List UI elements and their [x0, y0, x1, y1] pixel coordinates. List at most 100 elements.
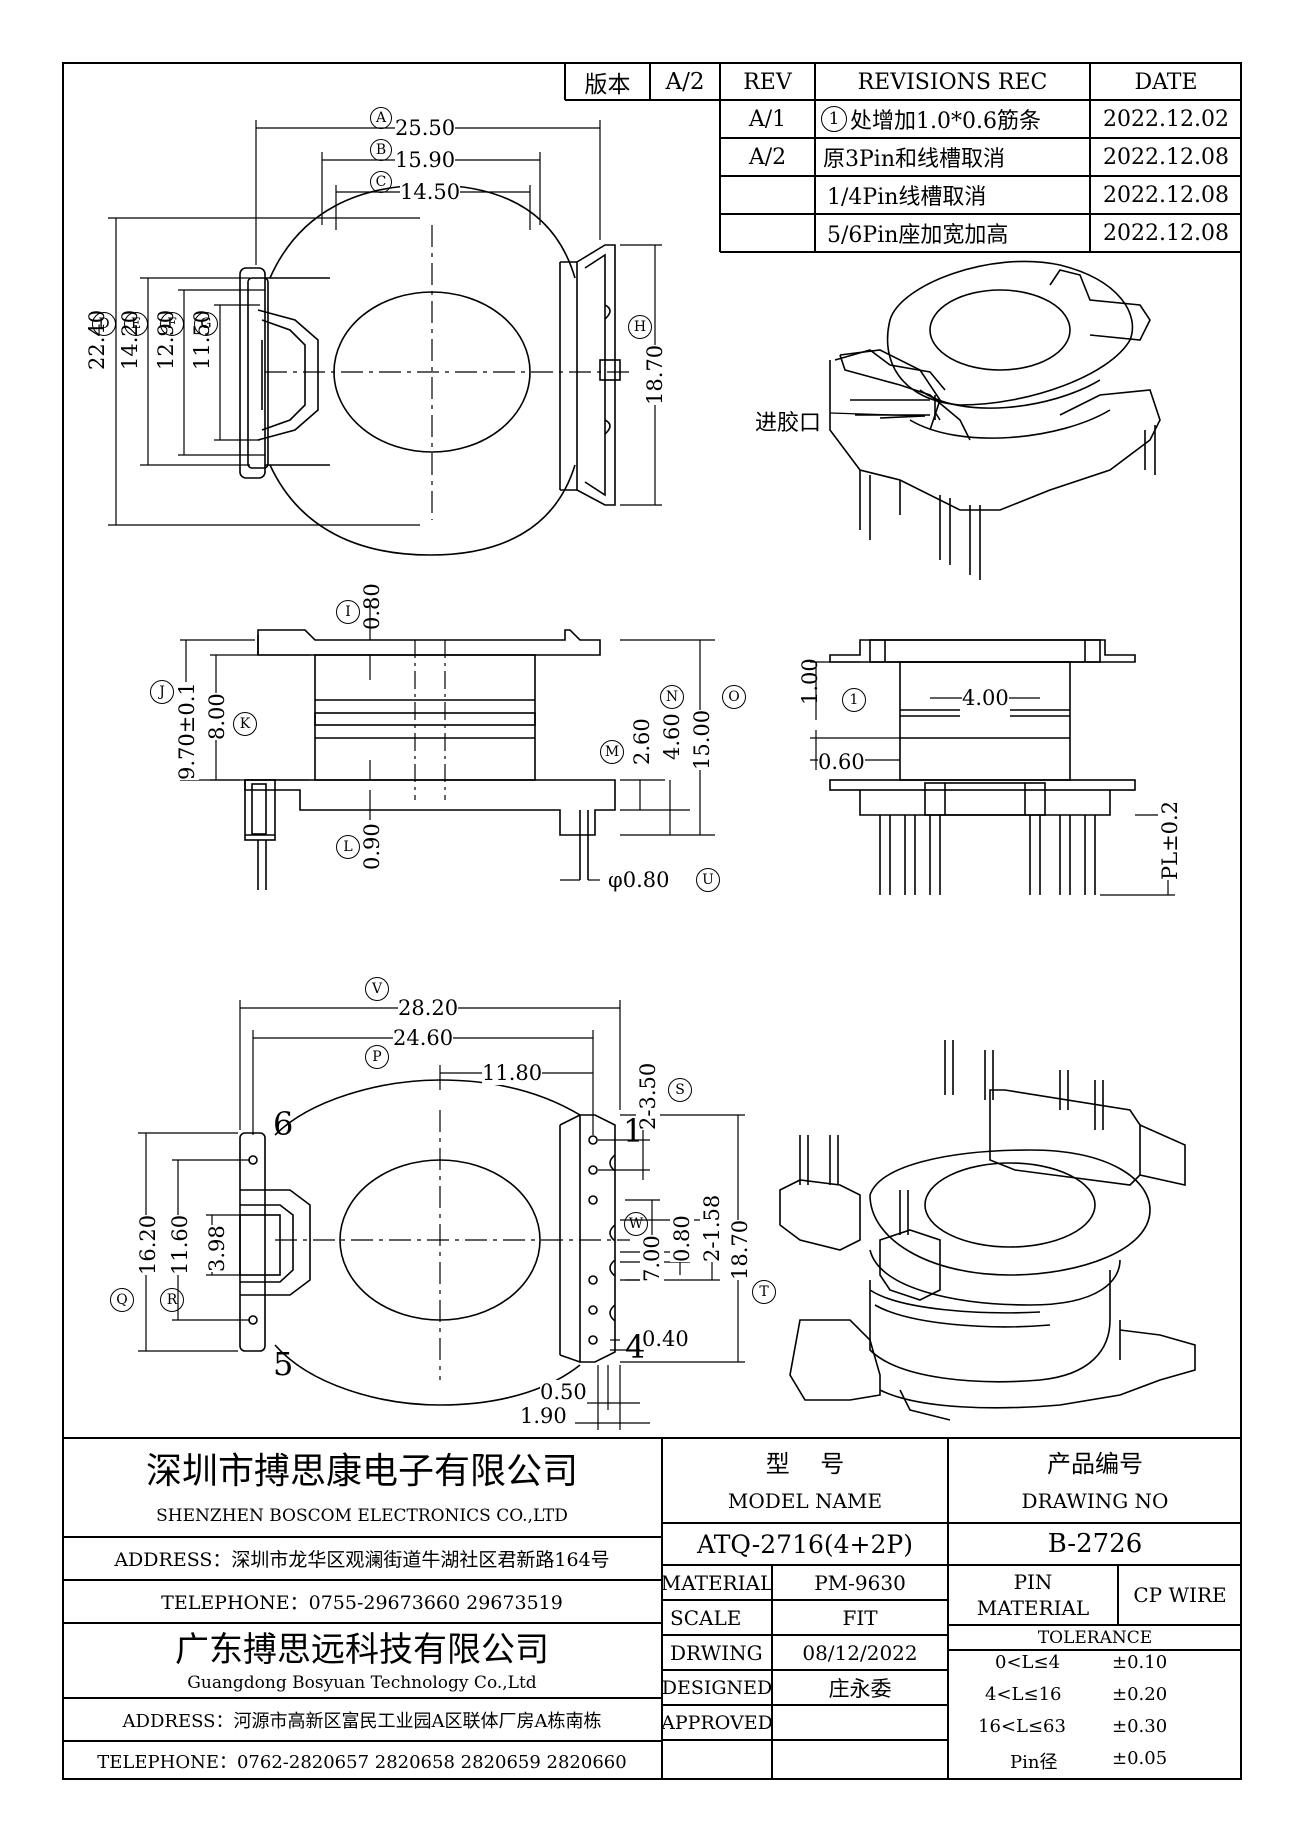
- designed-value: 庄永委: [828, 1676, 892, 1701]
- dim-front-3: 0.60: [818, 750, 865, 774]
- version-label: 版本: [584, 72, 631, 98]
- pin-material-value: CP WIRE: [1133, 1583, 1227, 1607]
- dim-a-callout: A: [370, 103, 392, 129]
- iso-top-body: [829, 260, 1161, 580]
- rec-header: REVISIONS REC: [857, 69, 1048, 95]
- drwing-label: DRWING: [670, 1640, 763, 1665]
- dim-u-callout: U: [696, 868, 720, 892]
- tolerance-range-2: 4<L≤16: [985, 1684, 1062, 1705]
- dim-n-callout: N: [660, 685, 684, 709]
- title-block-grid: [62, 1437, 1242, 1780]
- drawing-frame: [62, 62, 1242, 1780]
- gate-label: 进胶口: [755, 411, 822, 436]
- dim-t: 18.70: [728, 1219, 752, 1280]
- tolerance-range-4: Pin径: [1010, 1752, 1058, 1773]
- dim-s-callout: S: [668, 1078, 692, 1102]
- pin-material-label: PIN MATERIAL: [976, 1570, 1090, 1620]
- telephone2: TELEPHONE：0762-2820657 2820658 2820659 2…: [97, 1751, 627, 1773]
- dim-n: 4.60: [660, 713, 684, 760]
- circled-mark-1: 1: [821, 106, 847, 132]
- version-value: A/2: [665, 69, 705, 95]
- rev-row-1-date: 2022.12.02: [1103, 106, 1229, 132]
- tolerance-value-2: ±0.20: [1112, 1684, 1168, 1705]
- dim-080: 0.80: [670, 1215, 694, 1262]
- rev-header: REV: [743, 69, 792, 95]
- tolerance-range-3: 16<L≤63: [978, 1716, 1066, 1737]
- pin-5-label: 5: [273, 1345, 294, 1383]
- material-label: MATERIAL: [660, 1570, 774, 1595]
- dim-b-callout: B: [370, 135, 392, 161]
- dim-j: 9.70±0.1: [175, 682, 199, 780]
- dim-m-callout: M: [600, 740, 624, 764]
- side-view-centerlines: [414, 640, 446, 800]
- designed-label: DESIGNED: [661, 1676, 773, 1699]
- dim-a: 25.50: [395, 116, 456, 140]
- rev-row-2-rev: A/2: [748, 144, 787, 170]
- rev-row-3-rec: 1/4Pin线槽取消: [827, 185, 987, 210]
- dim-front-pl: PL±0.2: [1158, 800, 1182, 880]
- company2-en: Guangdong Bosyuan Technology Co.,Ltd: [187, 1673, 537, 1693]
- dim-r-callout: R: [160, 1288, 184, 1312]
- dim-p-callout: P: [365, 1045, 389, 1069]
- model-name-en: MODEL NAME: [727, 1489, 883, 1513]
- model-name-cn: 型 号: [765, 1449, 845, 1478]
- telephone1: TELEPHONE：0755-29673660 29673519: [161, 1592, 563, 1614]
- rev-row-2-date: 2022.12.08: [1103, 144, 1229, 170]
- dim-h: 18.70: [643, 344, 667, 405]
- tolerance-value-4: ±0.05: [1112, 1748, 1168, 1769]
- rev-row-1-rec-text: 处增加1.0*0.6筋条: [850, 109, 1041, 134]
- drawing-no-value: B-2726: [1047, 1529, 1143, 1559]
- company1-cn: 深圳市搏思康电子有限公司: [145, 1450, 578, 1492]
- company2-cn: 广东搏思远科技有限公司: [175, 1629, 549, 1670]
- drawing-no-cn: 产品编号: [1047, 1449, 1143, 1478]
- dim-m: 2.60: [630, 718, 654, 765]
- rev-row-2-rec: 原3Pin和线槽取消: [823, 147, 1006, 172]
- dim-o-callout: O: [722, 685, 746, 709]
- rev-row-1-rec: 1 处增加1.0*0.6筋条: [815, 100, 1090, 138]
- dim-u: φ0.80: [608, 868, 670, 892]
- dim-398: 3.98: [205, 1225, 229, 1272]
- drwing-value: 08/12/2022: [802, 1640, 918, 1665]
- dim-t-callout: T: [752, 1280, 776, 1304]
- top-view-outline: [239, 184, 621, 556]
- dim-i: 0.80: [360, 583, 384, 630]
- side-view-outline: [244, 629, 616, 890]
- dim-c: 14.50: [400, 180, 461, 204]
- dim-k-callout: K: [233, 712, 257, 736]
- dim-j-callout: J: [150, 680, 174, 704]
- dim-p: 24.60: [393, 1026, 454, 1050]
- bottom-view-outline: [239, 1079, 616, 1406]
- dim-v: 28.20: [398, 996, 459, 1020]
- approved-label: APPROVED: [661, 1711, 773, 1734]
- drawing-no-en: DRAWING NO: [1021, 1489, 1169, 1513]
- dim-040: 0.40: [642, 1327, 689, 1351]
- dim-front-2: 4.00: [962, 686, 1009, 710]
- pin-1-label: 1: [623, 1112, 644, 1150]
- dim-e-callout: E: [124, 312, 148, 336]
- dim-050: 0.50: [540, 1380, 587, 1404]
- rev-row-1-rev: A/1: [748, 106, 787, 132]
- tolerance-range-1: 0<L≤4: [995, 1652, 1061, 1673]
- material-value: PM-9630: [814, 1570, 906, 1595]
- dim-front-1: 1.00: [798, 658, 822, 705]
- top-view-centerlines: [265, 225, 630, 520]
- dim-o: 15.00: [690, 709, 714, 770]
- scale-value: FIT: [842, 1605, 878, 1630]
- dim-d-callout: D: [92, 312, 116, 336]
- front-view-outline: [829, 639, 1136, 895]
- dim-b: 15.90: [395, 148, 456, 172]
- tolerance-value-3: ±0.30: [1112, 1716, 1168, 1737]
- dim-g-callout: G: [194, 312, 218, 336]
- scale-label: SCALE: [670, 1605, 742, 1630]
- dim-l: 0.90: [360, 823, 384, 870]
- dim-w: 7.00: [640, 1235, 664, 1282]
- dim-k: 8.00: [205, 693, 229, 740]
- rev-row-3-date: 2022.12.08: [1103, 182, 1229, 208]
- dim-r: 11.60: [168, 1214, 192, 1275]
- address2: ADDRESS：河源市高新区富民工业园A区联体厂房A栋南栋: [122, 1710, 602, 1732]
- dim-q-callout: Q: [110, 1288, 134, 1312]
- rev-row-4-date: 2022.12.08: [1103, 220, 1229, 246]
- dim-158: 2-1.58: [700, 1194, 724, 1262]
- pin-6-label: 6: [273, 1105, 294, 1143]
- dim-w-callout: W: [624, 1212, 648, 1236]
